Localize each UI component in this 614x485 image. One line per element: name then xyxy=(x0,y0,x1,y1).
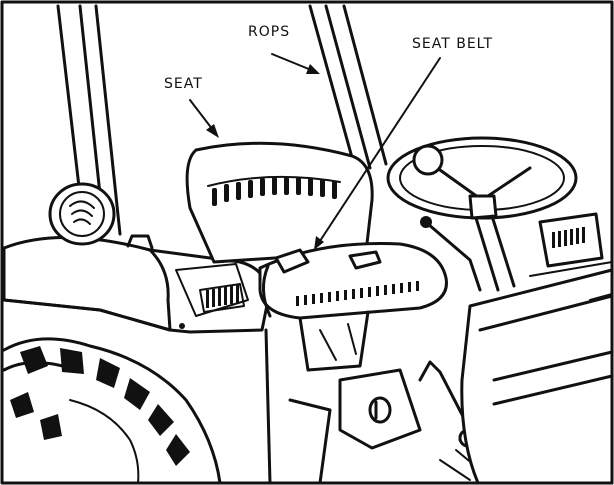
right-light xyxy=(540,214,602,266)
hydraulic-block xyxy=(340,362,480,480)
rear-tire xyxy=(4,339,220,483)
seat-belt-label: SEAT BELT xyxy=(412,36,493,52)
hood xyxy=(462,262,612,483)
left-light xyxy=(50,184,114,244)
seat-label: SEAT xyxy=(164,76,203,92)
rops-label: ROPS xyxy=(248,24,290,40)
